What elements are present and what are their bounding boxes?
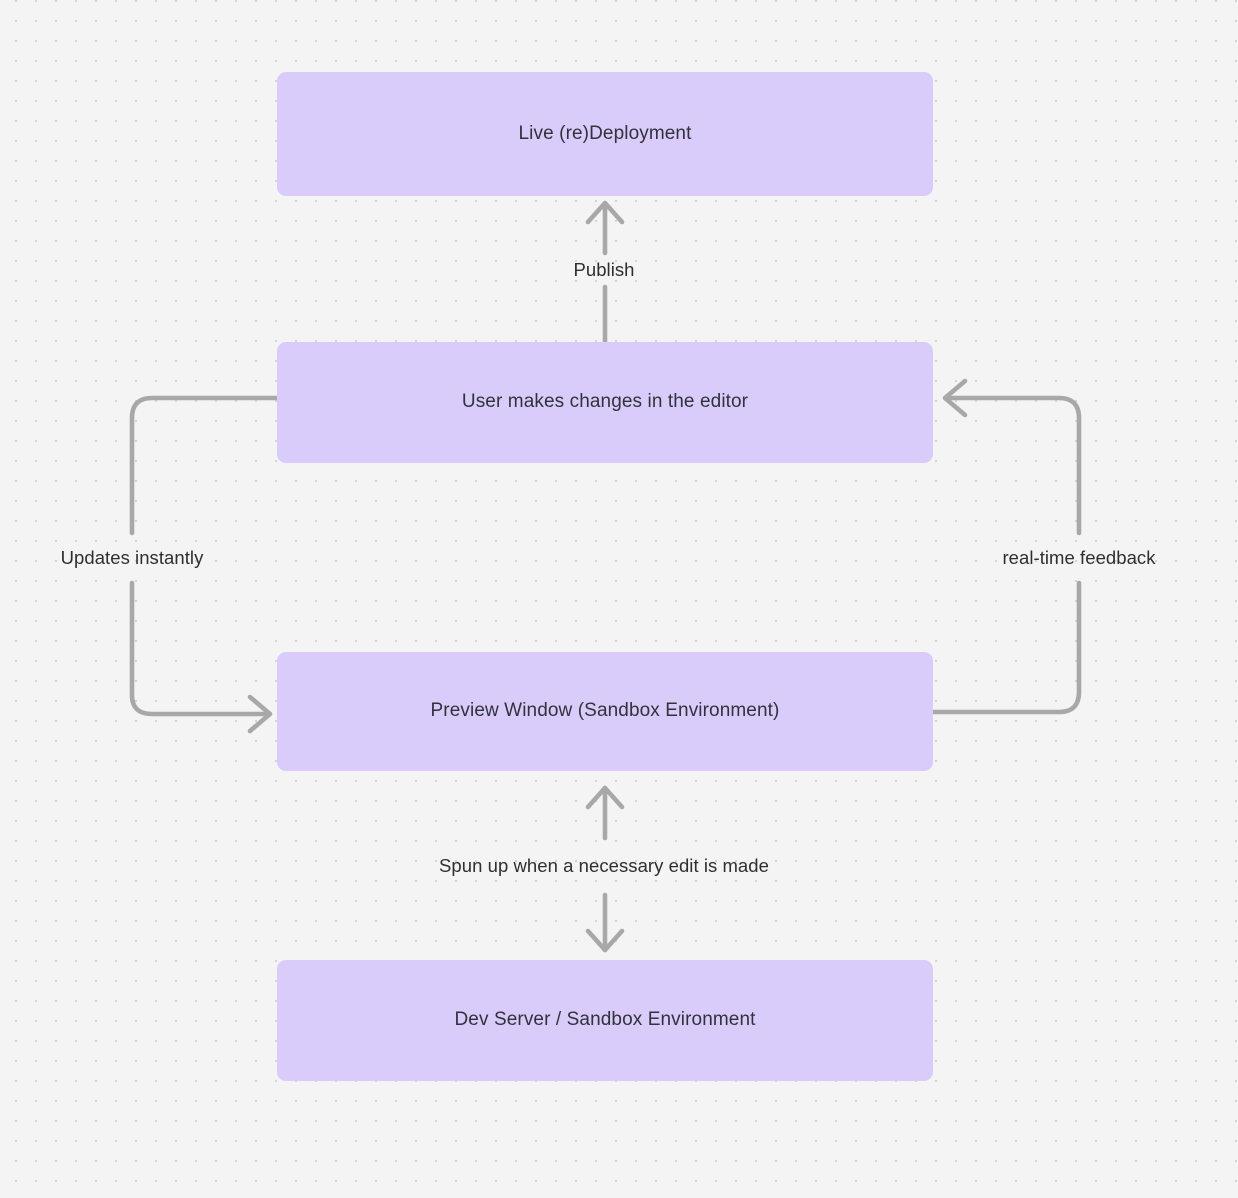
node-label: Preview Window (Sandbox Environment): [430, 700, 780, 722]
edge-label-spun-up: Spun up when a necessary edit is made: [439, 854, 769, 876]
node-user-edits[interactable]: User makes changes in the editor: [277, 342, 933, 463]
node-preview-window[interactable]: Preview Window (Sandbox Environment): [277, 652, 933, 771]
node-label: Dev Server / Sandbox Environment: [454, 1009, 756, 1031]
edge-label-updates-instantly: Updates instantly: [60, 546, 204, 568]
node-label: User makes changes in the editor: [461, 391, 749, 413]
node-live-deployment[interactable]: Live (re)Deployment: [277, 72, 933, 196]
node-dev-server[interactable]: Dev Server / Sandbox Environment: [277, 960, 933, 1081]
edge-label-real-time-feedback: real-time feedback: [1002, 546, 1156, 568]
node-label: Live (re)Deployment: [518, 122, 692, 144]
edge-label-publish: Publish: [573, 258, 635, 280]
